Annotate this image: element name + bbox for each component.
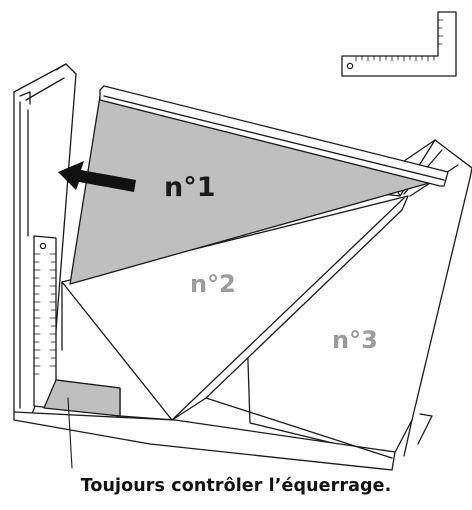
caption: Toujours contrôler l’équerrage.	[80, 476, 392, 496]
panel-2	[61, 195, 409, 459]
callout-line	[67, 397, 73, 469]
label-panel-2: n°2	[190, 270, 236, 298]
panel-1	[69, 85, 449, 285]
label-panel-3: n°3	[332, 326, 378, 354]
label-panel-1: n°1	[164, 172, 216, 203]
base-rail	[13, 411, 396, 471]
try-square	[33, 235, 121, 417]
try-square-icon	[341, 11, 457, 77]
arrow-left-icon	[58, 161, 136, 192]
